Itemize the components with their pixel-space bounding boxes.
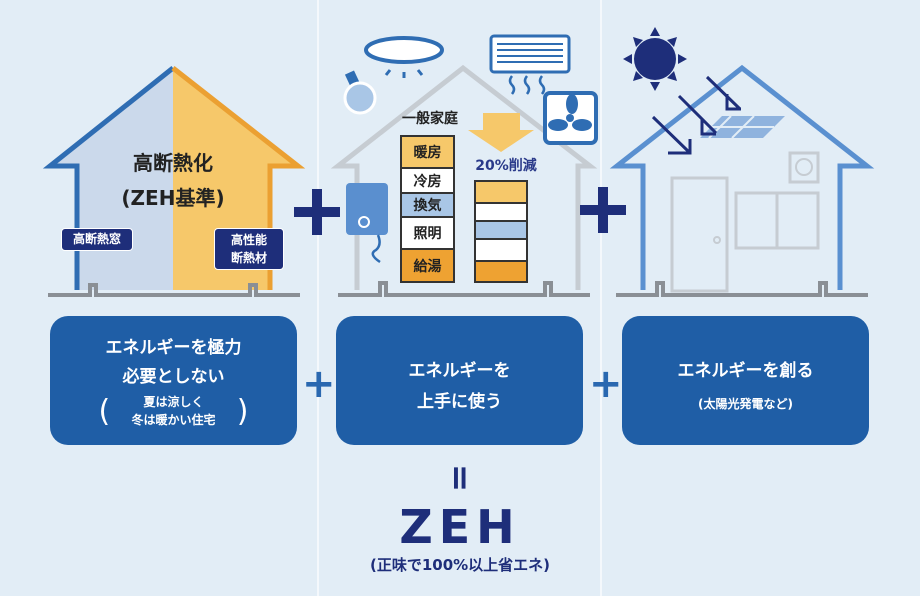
reduction-arrow-icon: [468, 113, 534, 152]
segment-lighting: 照明: [402, 218, 453, 250]
box-line: 必要としない: [122, 367, 225, 387]
sunlight-arrows-icon: [651, 75, 742, 155]
ventilation-fan-icon: [543, 91, 598, 145]
box-note: ( 夏は涼しく 冬は暖かい住宅 ): [98, 394, 249, 429]
box-line: 上手に使う: [417, 392, 502, 412]
box-line: エネルギーを創る: [677, 361, 814, 381]
equals-sign: =: [440, 463, 480, 493]
bar-segment: [476, 222, 526, 240]
zeh-energy-bar: [474, 180, 528, 283]
bar-segment: [476, 182, 526, 204]
general-household-label: 一般家庭: [402, 111, 458, 127]
sun-icon: [623, 27, 687, 91]
house1-subtitle: (ZEH基準): [121, 186, 225, 210]
tag-line: 高性能: [230, 233, 267, 247]
plus-icon: +: [589, 361, 623, 407]
bar-segment: [476, 240, 526, 262]
box-line: エネルギーを極力: [105, 338, 242, 358]
plus-icon: +: [302, 361, 336, 407]
bar-segment: [476, 204, 526, 222]
plus-icon: [294, 187, 626, 235]
household-energy-bar: 暖房 冷房 換気 照明 給湯: [400, 135, 455, 283]
reduction-label: 20%削減: [475, 158, 537, 174]
air-conditioner-icon: [489, 34, 571, 95]
energy-use-house-icon: [330, 64, 598, 297]
note-line: 冬は暖かい住宅: [131, 413, 216, 427]
use-energy-wisely-box: エネルギーを 上手に使う: [336, 316, 583, 445]
segment-hot-water: 給湯: [402, 250, 453, 281]
reduce-energy-box: エネルギーを極力 必要としない ( 夏は涼しく 冬は暖かい住宅 ): [50, 316, 297, 445]
zeh-title: ZEH: [399, 500, 521, 554]
box-note: (太陽光発電など): [698, 397, 793, 411]
light-bulb-icon: [343, 70, 377, 115]
segment-heating: 暖房: [402, 137, 453, 169]
segment-cooling: 冷房: [402, 169, 453, 194]
insulation-material-tag: 高性能 断熱材: [214, 228, 284, 270]
water-heater-icon: [346, 183, 388, 264]
house1-title: 高断熱化: [133, 151, 213, 175]
ceiling-light-icon: [364, 36, 444, 78]
bar-segment: [476, 262, 526, 281]
note-line: 夏は涼しく: [143, 395, 204, 409]
segment-ventilation: 換気: [402, 194, 453, 218]
create-energy-box: エネルギーを創る (太陽光発電など): [622, 316, 869, 445]
insulated-window-tag: 高断熱窓: [61, 228, 133, 251]
box-line: エネルギーを: [408, 361, 511, 381]
tag-line: 断熱材: [230, 251, 267, 265]
zeh-subtitle: (正味で100%以上省エネ): [369, 556, 551, 574]
solar-house-icon: [609, 64, 875, 297]
